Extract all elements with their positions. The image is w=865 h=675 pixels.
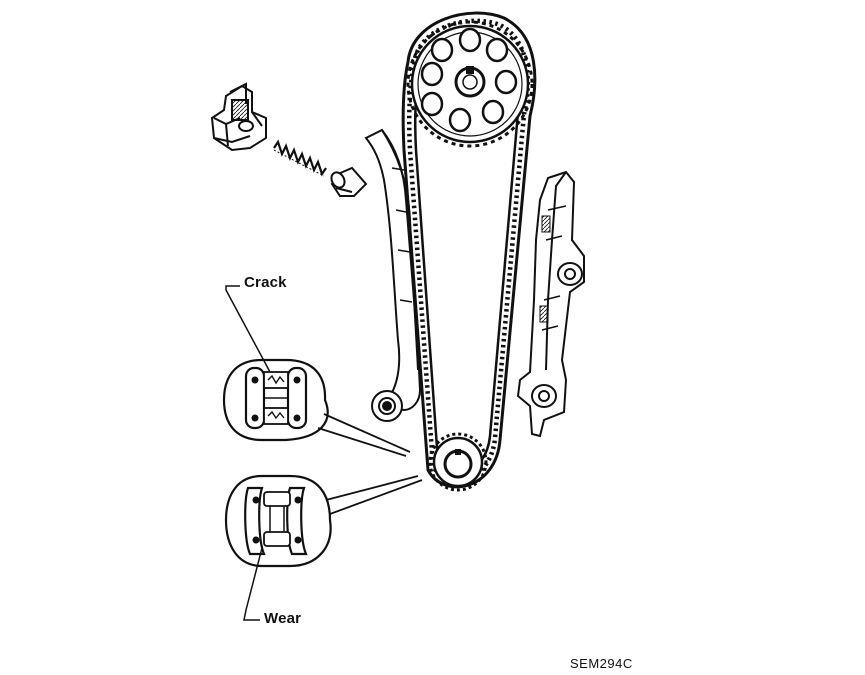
- crack-label: Crack: [244, 274, 287, 291]
- chain-link-wear-detail: [224, 474, 423, 621]
- crankshaft-sprocket: [428, 432, 488, 492]
- tensioner-plunger: [330, 166, 368, 197]
- camshaft-sprocket: [406, 20, 534, 148]
- chain-link-crack-detail: [222, 285, 411, 457]
- chain-tensioner: [210, 82, 267, 152]
- wear-label: Wear: [264, 610, 302, 627]
- tensioner-spring: [273, 139, 327, 177]
- figure-code: SEM294C: [570, 656, 633, 671]
- tension-side-chain-guide: [516, 170, 585, 438]
- slack-side-chain-guide: [364, 128, 422, 422]
